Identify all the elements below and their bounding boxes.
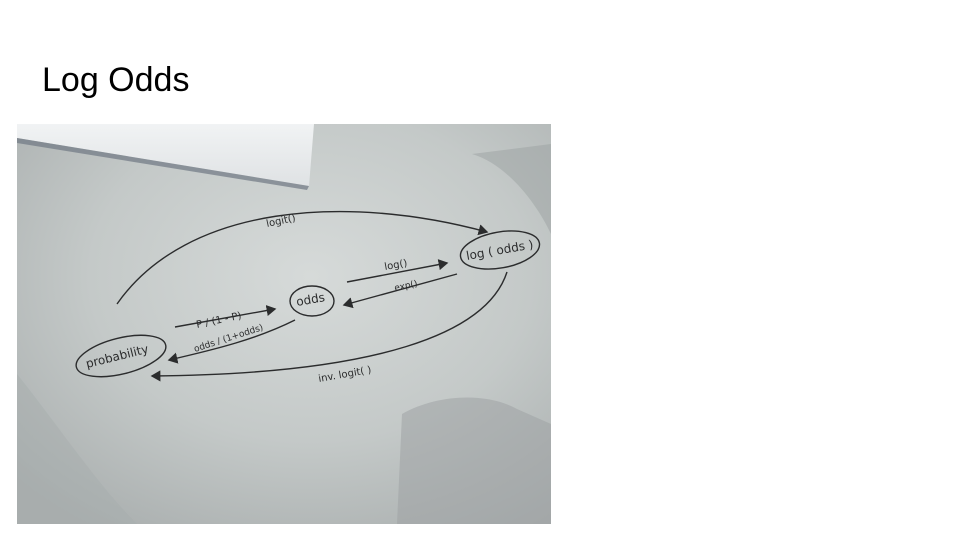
corner-shadow [17,374,137,524]
exp-arrow [342,273,458,309]
paper-sheet [17,124,314,186]
paper-edge [17,138,309,190]
probability-node [75,334,167,378]
hand-shadow [397,397,551,524]
whiteboard-photo: logit() inv. logit( ) probability odds l… [17,124,551,524]
exp-label: exp() [394,279,419,294]
top-shadow [472,144,551,234]
log-arrow [346,259,449,283]
whiteboard-drawing: logit() inv. logit( ) probability odds l… [17,124,551,524]
logit-arrow [116,210,489,305]
p-to-odds-arrow [174,304,277,328]
inv-logit-arrow [150,271,508,382]
odds-label: odds [295,290,326,309]
log-odds-node [459,230,541,270]
log-label: log() [384,258,409,273]
odds-node [289,285,335,317]
odds-to-p-arrow [167,319,296,364]
slide-title: Log Odds [42,61,190,99]
